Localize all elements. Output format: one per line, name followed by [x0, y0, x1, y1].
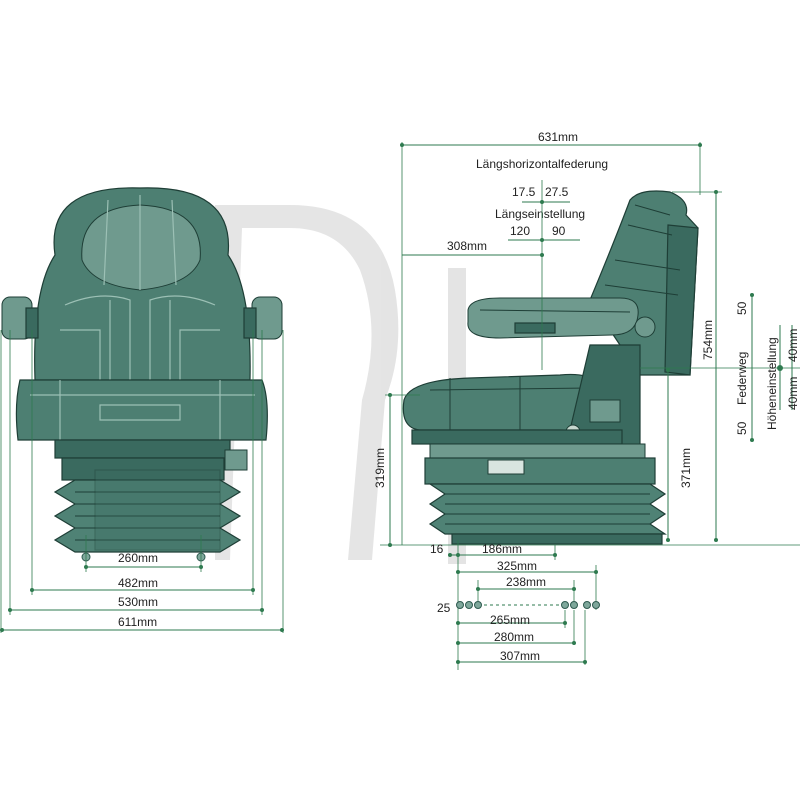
dim-label-754: 754mm	[701, 320, 715, 360]
dim-label-307: 307mm	[500, 649, 540, 663]
front-view-dimensions: 260mm 482mm 530mm 611mm	[0, 330, 284, 633]
label-hoeheneinstellung: Höheneinstellung	[765, 337, 779, 430]
dim-label-260: 260mm	[118, 551, 158, 565]
dim-label-265: 265mm	[490, 613, 530, 627]
label-50-down: 50	[735, 421, 749, 435]
dim-label-25: 25	[437, 601, 451, 615]
dim-label-308: 308mm	[447, 239, 487, 253]
label-50-up: 50	[735, 301, 749, 315]
label-27-5: 27.5	[545, 185, 569, 199]
label-laengseinstellung: Längseinstellung	[495, 207, 585, 221]
dim-label-530: 530mm	[118, 595, 158, 609]
label-laengshorizontalfederung: Längshorizontalfederung	[476, 157, 608, 171]
dim-label-186: 186mm	[482, 542, 522, 556]
dim-label-611: 611mm	[118, 615, 157, 629]
dim-label-325: 325mm	[497, 559, 537, 573]
label-17-5: 17.5	[512, 185, 536, 199]
dim-label-631: 631mm	[538, 130, 578, 144]
label-40mm-down: 40mm	[786, 377, 800, 410]
dim-label-319: 319mm	[373, 448, 387, 488]
front-view-seat	[1, 187, 283, 562]
mounting-hole-row	[456, 601, 600, 609]
dim-label-482: 482mm	[118, 576, 158, 590]
label-90: 90	[552, 224, 566, 238]
dim-label-238: 238mm	[506, 575, 546, 589]
label-federweg: Federweg	[735, 352, 749, 405]
dim-label-280: 280mm	[494, 630, 534, 644]
side-view-seat	[402, 190, 699, 545]
dim-label-371: 371mm	[679, 448, 693, 488]
label-40mm-up: 40mm	[786, 329, 800, 362]
side-view-dimensions: 631mm Längshorizontalfederung 17.5 27.5 …	[373, 130, 800, 670]
label-120: 120	[510, 224, 530, 238]
dim-label-16: 16	[430, 542, 444, 556]
